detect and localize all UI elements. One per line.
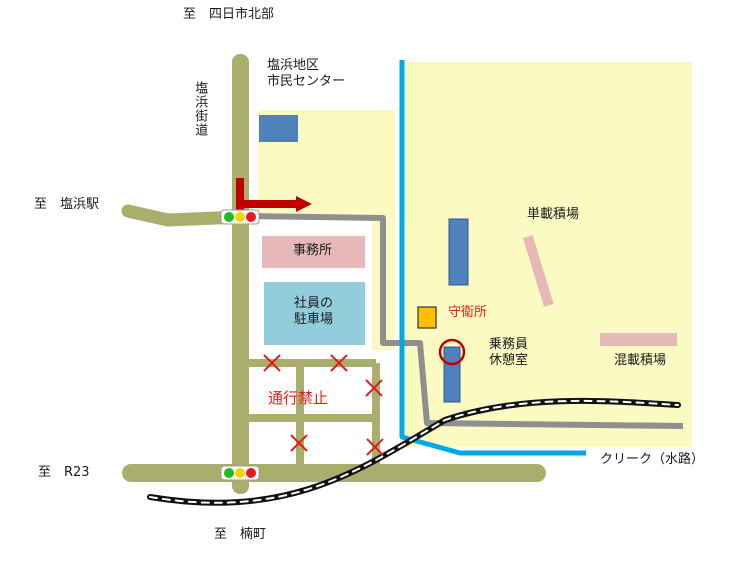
label-civic-center-line2: 市民センター bbox=[267, 74, 346, 90]
label-shiohama-kaido: 塩浜街道 bbox=[192, 81, 208, 137]
label-parking-line2: 駐車場 bbox=[294, 312, 334, 328]
label-mixed-load-yard: 混載積場 bbox=[614, 353, 667, 368]
label-parking-line1: 社員の bbox=[294, 296, 334, 311]
station-road bbox=[121, 204, 247, 227]
creek-waterway bbox=[399, 60, 586, 456]
cross-mark-icon bbox=[263, 354, 281, 372]
no-entry-streets bbox=[249, 359, 380, 464]
mixed-load-yard-strip bbox=[600, 333, 677, 346]
crew-rest-room-building bbox=[443, 346, 461, 403]
label-civic-center-line1: 塩浜地区 bbox=[267, 58, 320, 73]
label-office: 事務所 bbox=[293, 243, 333, 258]
label-south: 至 楠町 bbox=[214, 527, 267, 542]
guard-house bbox=[417, 306, 437, 329]
shiohama-kaido-road bbox=[232, 54, 249, 494]
employee-parking bbox=[264, 282, 365, 345]
circle-marker-icon bbox=[438, 338, 466, 366]
cross-mark-icon bbox=[290, 434, 308, 452]
label-single-load-yard: 単載積場 bbox=[527, 207, 580, 222]
railway-line bbox=[147, 397, 681, 506]
label-parking: 社員の 駐車場 bbox=[294, 296, 333, 329]
cross-mark-icon bbox=[365, 379, 383, 397]
office-building bbox=[262, 236, 365, 268]
label-station: 至 塩浜駅 bbox=[34, 197, 100, 212]
label-north: 至 四日市北部 bbox=[183, 7, 275, 22]
civic-center-area bbox=[258, 110, 395, 350]
label-crew-line1: 乗務員 bbox=[489, 337, 529, 352]
single-load-yard-strip bbox=[523, 235, 554, 307]
traffic-light-icon bbox=[220, 465, 260, 481]
label-no-entry: 通行禁止 bbox=[268, 389, 329, 407]
arrow-right-icon bbox=[236, 178, 312, 212]
traffic-light-icon bbox=[220, 209, 260, 225]
label-civic-center: 塩浜地区 市民センター bbox=[267, 58, 345, 91]
cross-mark-icon bbox=[366, 438, 384, 456]
label-r23: 至 R23 bbox=[38, 465, 90, 480]
label-guard-house: 守衛所 bbox=[448, 305, 488, 320]
civic-center-building bbox=[259, 115, 298, 142]
single-load-building bbox=[448, 218, 469, 286]
label-creek: クリーク（水路） bbox=[600, 452, 705, 467]
label-crew-line2: 休憩室 bbox=[489, 353, 529, 369]
cross-mark-icon bbox=[330, 354, 348, 372]
label-crew-rest-room: 乗務員 休憩室 bbox=[489, 337, 528, 370]
